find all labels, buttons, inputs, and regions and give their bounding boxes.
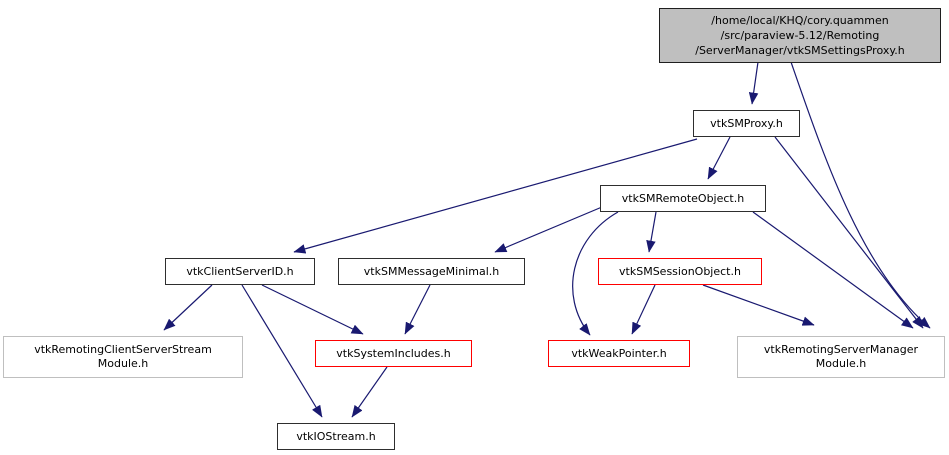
edge-clientserverid-systemincludes <box>261 284 364 335</box>
node-vtkremotingclientserverstreammodule: vtkRemotingClientServerStream Module.h <box>3 336 243 378</box>
root-path-line2: /src/paraview-5.12/Remoting <box>720 29 880 42</box>
edge-clientserverid-clientserverstreammodule <box>163 284 213 331</box>
node-vtksystemincludes[interactable]: vtkSystemIncludes.h <box>315 340 472 367</box>
edge-smremoteobject-smmessageminimal <box>494 206 603 253</box>
edge-root-servermanagermodule <box>790 61 931 329</box>
node-label: vtkIOStream.h <box>296 429 376 443</box>
node-vtksmsettingsproxy-root: /home/local/KHQ/cory.quammen /src/paravi… <box>659 8 941 63</box>
edge-smproxy-smremoteobject <box>707 136 731 180</box>
node-label-line1: vtkRemotingClientServerStream <box>34 343 212 356</box>
edge-clientserverid-iostream <box>241 284 323 418</box>
node-vtksmsessionobject[interactable]: vtkSMSessionObject.h <box>598 258 762 285</box>
node-vtksmremoteobject[interactable]: vtkSMRemoteObject.h <box>600 185 766 212</box>
root-path-line3: /ServerManager/vtkSMSettingsProxy.h <box>695 44 905 57</box>
node-label-line2: Module.h <box>815 357 867 370</box>
node-label: vtkWeakPointer.h <box>571 346 667 360</box>
node-vtkweakpointer[interactable]: vtkWeakPointer.h <box>548 340 690 367</box>
node-vtksmproxy[interactable]: vtkSMProxy.h <box>693 110 800 137</box>
edge-smproxy-servermanagermodule <box>774 136 924 329</box>
node-vtkremotingservermanagermodule: vtkRemotingServerManager Module.h <box>737 336 945 378</box>
node-vtkclientserverid[interactable]: vtkClientServerID.h <box>165 258 315 285</box>
edge-smremoteobject-servermanagermodule <box>752 211 914 329</box>
node-label-line1: vtkRemotingServerManager <box>763 343 919 356</box>
node-vtkiostream[interactable]: vtkIOStream.h <box>277 423 395 450</box>
root-path-line1: /home/local/KHQ/cory.quammen <box>711 14 889 27</box>
node-vtksmmessageminimal[interactable]: vtkSMMessageMinimal.h <box>338 258 525 285</box>
edge-smsessionobject-weakpointer <box>631 284 656 335</box>
node-label-line2: Module.h <box>97 357 149 370</box>
edge-smmessageminimal-systemincludes <box>404 284 431 335</box>
edge-systemincludes-iostream <box>351 366 388 418</box>
edge-smsessionobject-servermanagermodule <box>702 284 815 326</box>
node-label: vtkSMRemoteObject.h <box>621 191 745 205</box>
node-label: vtkSMProxy.h <box>710 116 783 130</box>
node-label: vtkSMSessionObject.h <box>619 264 741 278</box>
node-label: vtkSystemIncludes.h <box>336 346 451 360</box>
edge-smremoteobject-weakpointer <box>572 211 619 336</box>
edge-smremoteobject-smsessionobject <box>646 211 657 253</box>
edge-root-smproxy <box>748 61 759 105</box>
node-label: vtkClientServerID.h <box>186 264 294 278</box>
edge-smproxy-clientserverid <box>293 138 698 254</box>
node-label: vtkSMMessageMinimal.h <box>363 264 500 278</box>
